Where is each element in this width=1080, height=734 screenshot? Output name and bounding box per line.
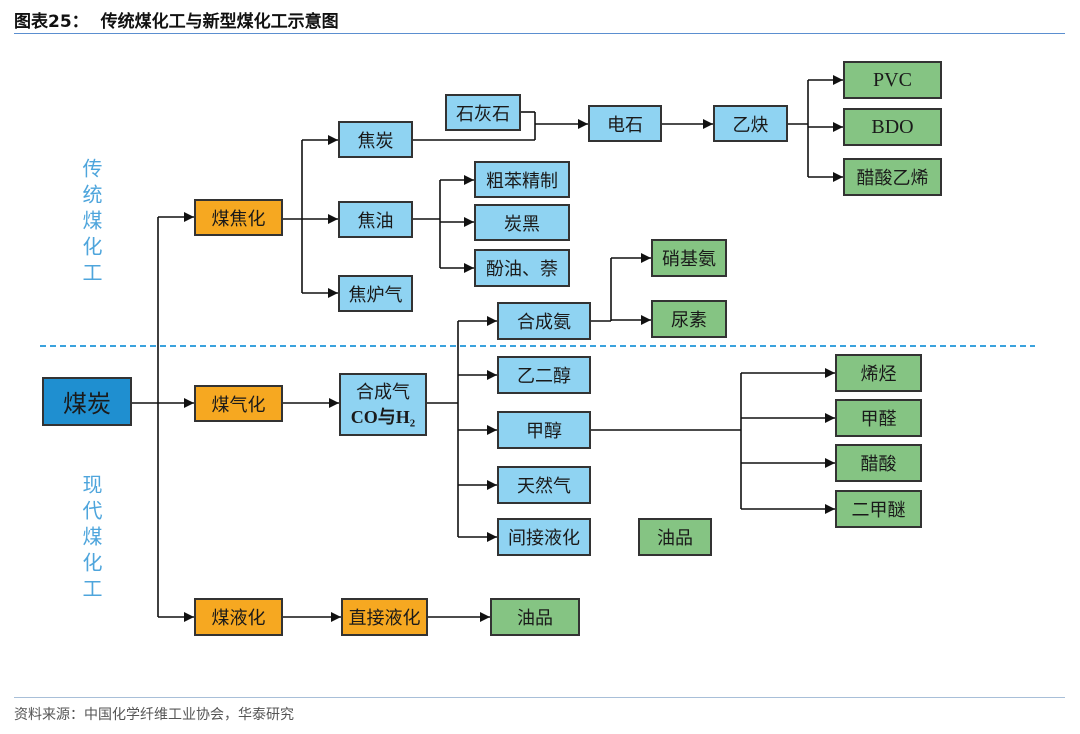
title-underline	[14, 33, 1065, 34]
node-acetylene: 乙炔	[713, 105, 788, 142]
node-coke-oven-gas: 焦炉气	[338, 275, 413, 312]
node-natural-gas: 天然气	[497, 466, 591, 504]
node-carbon-black: 炭黑	[474, 204, 570, 241]
node-pvc: PVC	[843, 61, 942, 99]
node-ethylene-glycol: 乙二醇	[497, 356, 591, 394]
node-indirect-liquefaction: 间接液化	[497, 518, 591, 556]
node-tar: 焦油	[338, 201, 413, 238]
section-label-traditional: 传统煤化工	[79, 158, 103, 288]
node-syngas-label: 合成气	[356, 381, 410, 403]
node-oil-products-direct: 油品	[490, 598, 580, 636]
node-bdo: BDO	[843, 108, 942, 146]
node-coal: 煤炭	[42, 377, 132, 426]
node-acetic-acid: 醋酸	[835, 444, 922, 482]
node-limestone: 石灰石	[445, 94, 521, 131]
node-liquefaction: 煤液化	[194, 598, 283, 636]
figure-number: 图表25：	[14, 12, 89, 32]
node-nitro-ammonia: 硝基氨	[651, 239, 727, 277]
node-syngas-formula: CO与H₂	[350, 406, 416, 427]
node-ammonia: 合成氨	[497, 302, 591, 340]
node-calcium-carbide: 电石	[588, 105, 662, 142]
node-crude-benzene: 粗苯精制	[474, 161, 570, 198]
node-coke: 焦炭	[338, 121, 413, 158]
node-gasification: 煤气化	[194, 385, 283, 422]
section-label-modern: 现代煤化工	[79, 474, 103, 604]
node-vinyl-acetate: 醋酸乙烯	[843, 158, 942, 196]
figure-title: 图表25： 传统煤化工与新型煤化工示意图	[14, 7, 339, 32]
node-direct-liquefaction: 直接液化	[341, 598, 428, 636]
node-olefins: 烯烃	[835, 354, 922, 392]
node-urea: 尿素	[651, 300, 727, 338]
node-oil-products-indirect: 油品	[638, 518, 712, 556]
node-phenol-oil: 酚油、萘	[474, 249, 570, 287]
footer-rule	[14, 697, 1065, 698]
node-methanol: 甲醇	[497, 411, 591, 449]
node-syngas: 合成气 CO与H₂	[339, 373, 427, 436]
source-note: 资料来源：中国化学纤维工业协会，华泰研究	[14, 707, 294, 723]
node-coking: 煤焦化	[194, 199, 283, 236]
node-dme: 二甲醚	[835, 490, 922, 528]
node-formaldehyde: 甲醛	[835, 399, 922, 437]
figure-title-text: 传统煤化工与新型煤化工示意图	[100, 12, 339, 32]
